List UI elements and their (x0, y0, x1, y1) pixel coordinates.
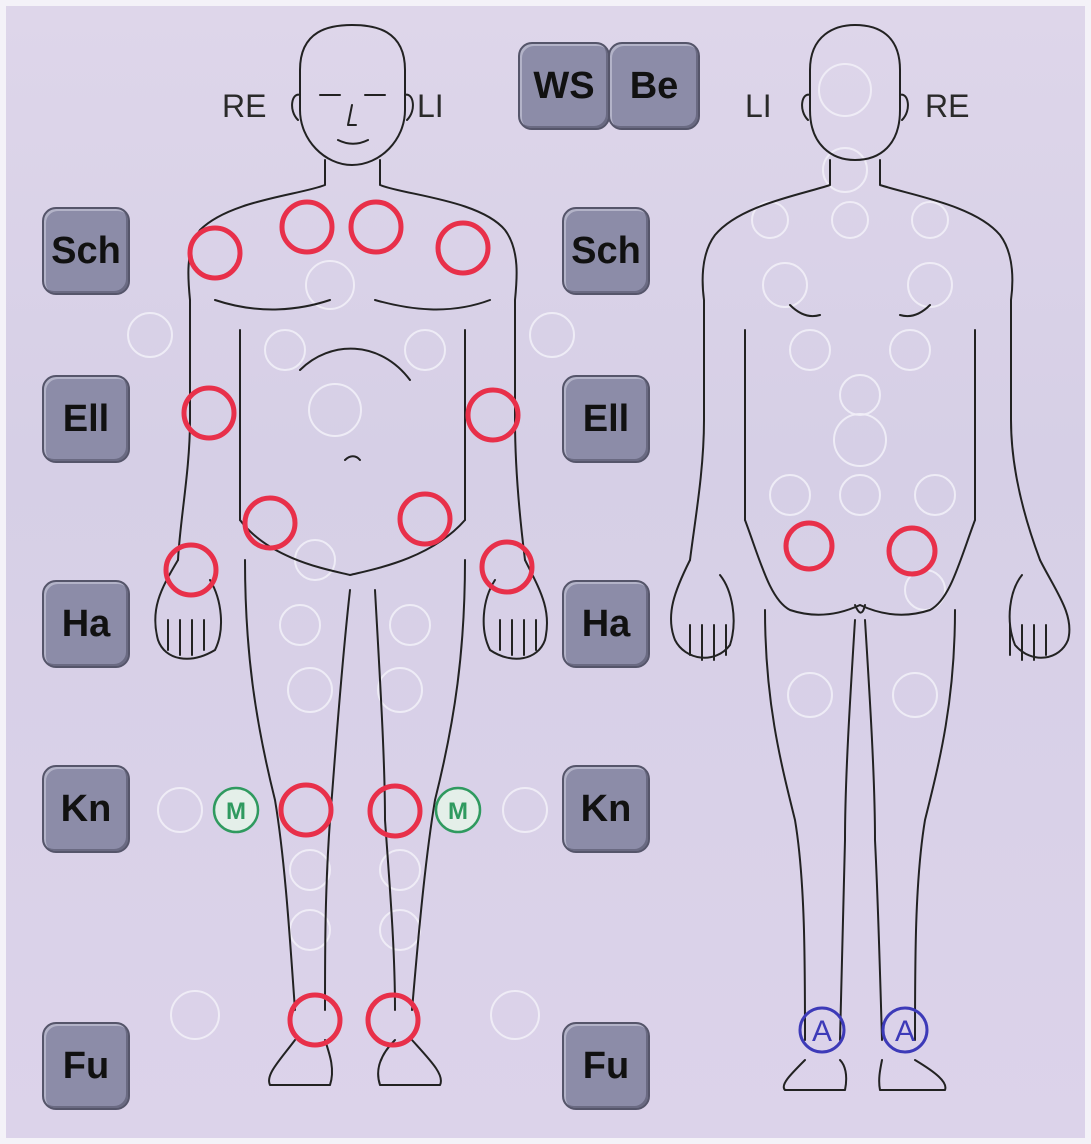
joint-front-knee-right[interactable] (281, 785, 331, 835)
front-label-left: LI (417, 88, 444, 125)
joint-front-ankle-right[interactable] (290, 995, 340, 1045)
back-ha-button[interactable]: Ha (562, 580, 650, 668)
back-label-left: LI (745, 88, 772, 125)
back-label-right: RE (925, 88, 969, 125)
back-sch-button[interactable]: Sch (562, 207, 650, 295)
joint-back-sacroiliac-right[interactable] (889, 528, 935, 574)
marker-a-left-label: A (812, 1015, 832, 1048)
back-fu-button[interactable]: Fu (562, 1022, 650, 1110)
joint-front-acromioclavicular-left[interactable] (351, 202, 401, 252)
marker-a-left[interactable]: A (800, 1008, 844, 1052)
joint-front-hip-right[interactable] (245, 498, 295, 548)
joint-front-wrist-left[interactable] (482, 542, 532, 592)
joint-front-wrist-right[interactable] (166, 545, 216, 595)
joint-front-elbow-left[interactable] (468, 390, 518, 440)
joint-front-shoulder-left[interactable] (438, 223, 488, 273)
joint-front-hip-left[interactable] (400, 494, 450, 544)
front-label-right: RE (222, 88, 266, 125)
marker-a-right[interactable]: A (883, 1008, 927, 1052)
marker-m-right-label: M (226, 798, 246, 825)
marker-m-left-label: M (448, 798, 468, 825)
marker-m-right[interactable]: M (214, 788, 258, 832)
front-ell-button[interactable]: Ell (42, 375, 130, 463)
marker-a-right-label: A (895, 1015, 915, 1048)
ws-button[interactable]: WS (518, 42, 610, 130)
back-joint-markers (786, 523, 935, 574)
marker-m-left[interactable]: M (436, 788, 480, 832)
joint-front-elbow-right[interactable] (184, 388, 234, 438)
joint-back-sacroiliac-left[interactable] (786, 523, 832, 569)
front-ha-button[interactable]: Ha (42, 580, 130, 668)
front-kn-button[interactable]: Kn (42, 765, 130, 853)
back-ell-button[interactable]: Ell (562, 375, 650, 463)
back-kn-button[interactable]: Kn (562, 765, 650, 853)
be-button[interactable]: Be (608, 42, 700, 130)
front-sch-button[interactable]: Sch (42, 207, 130, 295)
joint-front-knee-left[interactable] (370, 786, 420, 836)
joint-front-acromioclavicular-right[interactable] (282, 202, 332, 252)
body-back-outline (671, 25, 1069, 1090)
joint-front-shoulder-right[interactable] (190, 228, 240, 278)
joint-front-ankle-left[interactable] (368, 995, 418, 1045)
front-fu-button[interactable]: Fu (42, 1022, 130, 1110)
